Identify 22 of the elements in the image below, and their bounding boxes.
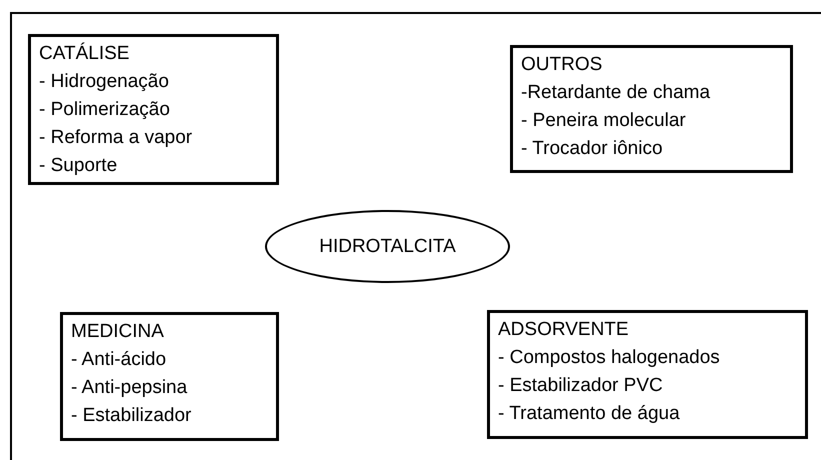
list-item: - Hidrogenação	[39, 70, 170, 94]
list-item: - Peneira molecular	[521, 109, 687, 133]
category-box	[28, 34, 279, 185]
category-box	[60, 312, 279, 441]
list-item: - Trocador iônico	[521, 137, 664, 161]
list-item: - Compostos halogenados	[498, 346, 721, 370]
list-item: - Anti-ácido	[71, 348, 168, 372]
list-item: - Estabilizador	[71, 404, 192, 428]
list-item: - Suporte	[39, 154, 118, 178]
box-heading: CATÁLISE	[39, 42, 130, 66]
box-heading: ADSORVENTE	[498, 318, 630, 342]
category-box	[510, 45, 793, 173]
category-box	[487, 310, 808, 439]
list-item: - Reforma a vapor	[39, 126, 194, 150]
list-item: -Retardante de chama	[521, 81, 712, 105]
list-item: - Tratamento de água	[498, 402, 681, 426]
list-item: - Anti-pepsina	[71, 376, 188, 400]
box-heading: MEDICINA	[71, 320, 165, 344]
node-title: HIDROTALCITA	[319, 234, 456, 258]
box-heading: OUTROS	[521, 53, 604, 77]
list-item: - Polimerização	[39, 98, 171, 122]
list-item: - Estabilizador PVC	[498, 374, 664, 398]
